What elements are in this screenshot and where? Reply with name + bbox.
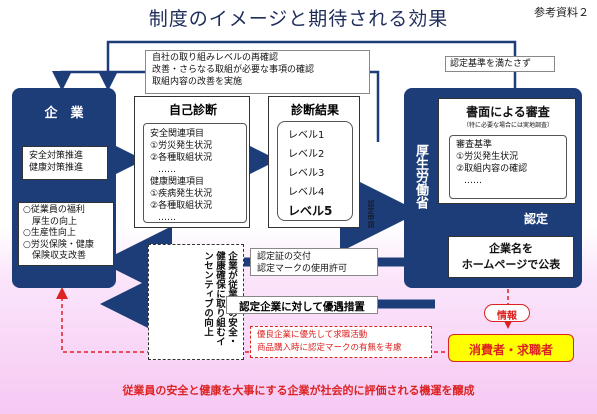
top-note-line: 取組内容の改善を実施 [152, 77, 243, 87]
result-item: ○生産性向上 [23, 228, 76, 238]
publish-line: 企業名を [489, 242, 533, 255]
criteria-item: ②取組内容の確認 [456, 164, 528, 174]
ministry-box: 厚生労働省 書面による審査 （特に必要な場合には実地調査） 審査基準 ①労災発生… [404, 88, 582, 288]
criteria-box: 審査基準 ①労災発生状況 ②取組内容の確認 …… [449, 135, 567, 199]
criteria-item: ①労災発生状況 [456, 152, 519, 162]
level-item: レベル2 [288, 149, 325, 160]
ellipsis: …… [158, 165, 176, 175]
publish-line: ホームページで公表 [461, 258, 561, 271]
result-item: 厚生の向上 [23, 216, 78, 227]
cert-not-met-label: 認定基準を満たさず [445, 56, 555, 72]
self-diagnosis-items: 安全関連項目 ①労災発生状況 ②各種取組状況 …… 健康関連項目 ①疾病発生状況… [143, 123, 247, 223]
preferential-label: 認定企業に対して優遇措置 [226, 296, 378, 314]
level-item: レベル4 [288, 187, 325, 198]
consumer-actions-box: 優良企業に優先して求職活動 商品購入時に認定マークの有無を考慮 [250, 326, 432, 358]
diagnosis-result-title: 診断結果 [290, 103, 339, 117]
health-item: ①疾病発生状況 [150, 189, 213, 199]
diagnosis-result-box: 診断結果 レベル1 レベル2 レベル3 レベル4 レベル5 [268, 96, 360, 228]
page-title: 制度のイメージと期待される効果 [148, 8, 449, 30]
document-review-box: 書面による審査 （特に必要な場合には実地調査） 審査基準 ①労災発生状況 ②取組… [438, 98, 576, 204]
company-activities: 安全対策推進 健康対策推進 [22, 146, 108, 180]
levels-list: レベル1 レベル2 レベル3 レベル4 レベル5 [277, 121, 353, 221]
review-title: 書面による審査 [466, 105, 550, 119]
safety-heading: 安全関連項目 [150, 129, 205, 139]
safety-item: ①労災発生状況 [150, 141, 213, 151]
company-title: 企 業 [44, 106, 84, 121]
issue-note: 認定証の交付 認定マークの使用許可 [250, 248, 378, 276]
apply-label: 認定申請 [367, 200, 375, 228]
top-note-line: 自社の取り組みレベルの再確認 [152, 53, 279, 63]
ellipsis: …… [158, 213, 176, 223]
company-box: 企 業 安全対策推進 健康対策推進 ○従業員の福利 厚生の向上 ○生産性向上 ○… [12, 88, 116, 288]
self-diagnosis-title: 自己診断 [168, 103, 217, 117]
safety-item: ②各種取組状況 [150, 153, 213, 163]
top-note-line: 改善・さらなる取組が必要な事項の確認 [152, 65, 315, 75]
result-item: 保険収支改善 [23, 251, 87, 261]
reference-label: 参考資料２ [534, 6, 589, 19]
activity-item: 健康対策推進 [29, 163, 84, 173]
health-heading: 健康関連項目 [150, 177, 205, 187]
level-item: レベル5 [288, 204, 333, 218]
review-subtitle: （特に必要な場合には実地調査） [462, 122, 553, 129]
top-note-box: 自社の取り組みレベルの再確認 改善・さらなる取組が必要な事項の確認 取組内容の改… [145, 50, 370, 94]
self-diagnosis-box: 自己診断 安全関連項目 ①労災発生状況 ②各種取組状況 …… 健康関連項目 ①疾… [134, 96, 250, 228]
company-results: ○従業員の福利 厚生の向上 ○生産性向上 ○労災保険・健康 保険収支改善 [18, 202, 114, 266]
health-item: ②各種取組状況 [150, 201, 213, 211]
issue-line: 認定マークの使用許可 [257, 264, 348, 274]
issue-line: 認定証の交付 [257, 252, 312, 262]
ministry-name: 厚生労働省 [413, 144, 428, 209]
level-item: レベル1 [288, 130, 325, 141]
certify-label: 認定 [524, 212, 549, 226]
ellipsis: …… [464, 176, 482, 186]
publish-box: 企業名を ホームページで公表 [448, 236, 574, 278]
info-label: 情報 [484, 304, 530, 322]
bottom-message: 従業員の安全と健康を大事にする企業が社会的に評価される機運を醸成 [122, 384, 475, 397]
criteria-title: 審査基準 [456, 140, 493, 150]
consumer-action: 優良企業に優先して求職活動 [257, 330, 368, 340]
result-item: ○従業員の福利 [23, 205, 85, 215]
result-item: ○労災保険・健康 [23, 239, 94, 250]
consumer-action: 商品購入時に認定マークの有無を考慮 [257, 343, 402, 353]
level-item: レベル3 [288, 168, 325, 179]
consumers-box: 消費者・求職者 [448, 334, 574, 362]
activity-item: 安全対策推進 [29, 151, 84, 161]
